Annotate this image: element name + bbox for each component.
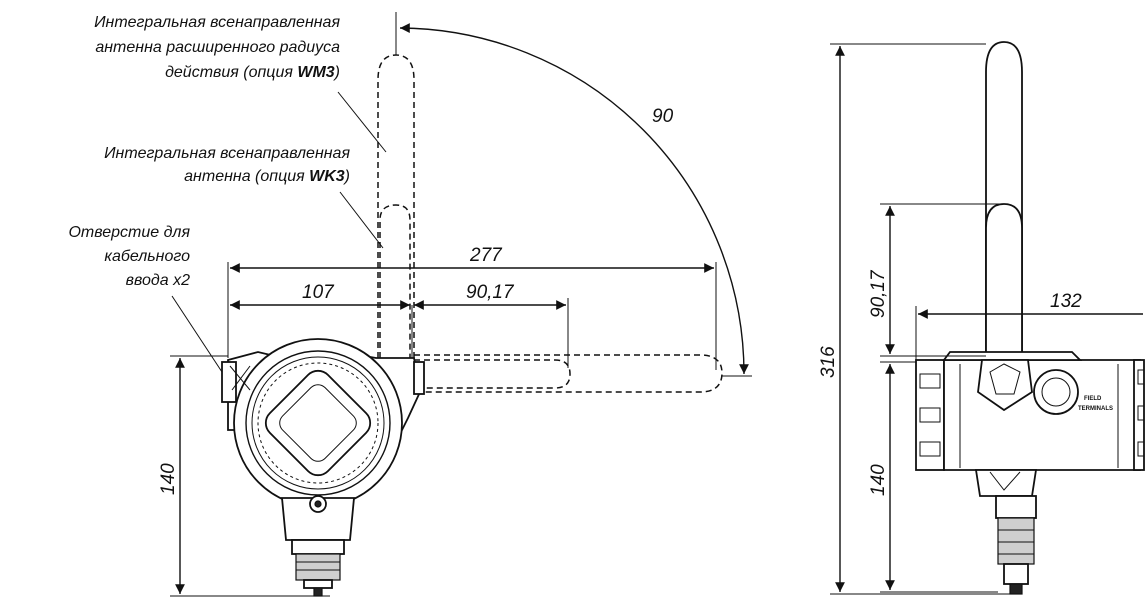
leader-cable-entry [171, 295, 223, 373]
callout-wk3-line2: антенна (опция WK3) [184, 168, 350, 185]
side-antenna-wk3 [985, 203, 1023, 361]
callout-wm3-line2: антенна расширенного радиуса [95, 39, 340, 56]
antenna-side-dimension: 90,17 [868, 269, 889, 318]
callout-wk3: Интегральная всенаправленная антенна (оп… [104, 145, 350, 185]
height-front-dimension: 140 [158, 463, 179, 495]
callout-entry-line2: кабельного [104, 248, 190, 265]
callout-cable-entry: Отверстие для кабельного ввода x2 [68, 224, 190, 289]
width-total-dimension: 277 [469, 245, 503, 266]
leader-wk3 [339, 191, 384, 249]
front-dimension-lines [170, 12, 752, 597]
side-housing: FIELD TERMINALS [915, 351, 1145, 595]
leader-wm3 [337, 91, 387, 153]
callout-wm3: Интегральная всенаправленная антенна рас… [94, 14, 340, 81]
width-front-dimension: 107 [302, 282, 335, 303]
terminal-plate-line2: TERMINALS [1078, 406, 1113, 412]
side-dimension-lines [830, 43, 1143, 595]
height-total-side-dimension: 316 [818, 346, 839, 378]
callout-wm3-line1: Интегральная всенаправленная [94, 14, 340, 31]
front-housing [221, 338, 425, 597]
front-view [170, 12, 752, 597]
front-antenna-wk3-outline [379, 204, 411, 358]
callout-entry-line1: Отверстие для [68, 224, 190, 241]
angle-dimension: 90 [652, 106, 674, 127]
terminal-plate-line1: FIELD [1084, 396, 1102, 402]
width-side-dimension: 132 [1050, 291, 1082, 312]
side-view: FIELD TERMINALS [830, 41, 1145, 595]
callout-entry-line3: ввода x2 [126, 272, 190, 289]
front-antenna-wm3-outline [377, 54, 415, 358]
antenna-front-dimension: 90,17 [466, 282, 515, 303]
callout-wk3-line1: Интегральная всенаправленная [104, 145, 350, 162]
callout-wm3-line3: действия (опция WM3) [165, 64, 340, 81]
height-side-dimension: 140 [868, 464, 889, 496]
